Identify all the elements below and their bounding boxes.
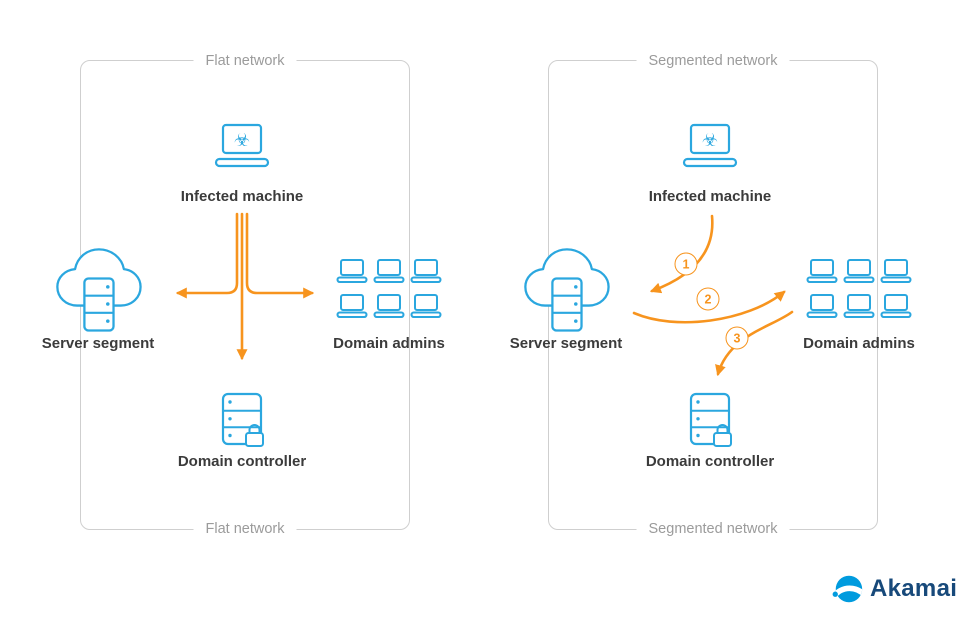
laptop-icon [806, 294, 838, 318]
domain-controller-label: Domain controller [177, 453, 307, 470]
laptop-icon [410, 259, 442, 283]
akamai-logo-text: Akamai [870, 575, 958, 602]
lock-icon [245, 424, 264, 447]
laptop-icon [843, 259, 875, 283]
infected-machine-icon: ☣ [210, 122, 274, 176]
laptop-icon [843, 294, 875, 318]
domain-controller-icon [215, 392, 269, 452]
server-segment-label: Server segment [509, 335, 623, 352]
biohazard-icon: ☣ [702, 130, 718, 151]
panel-title-bottom: Segmented network [636, 521, 790, 537]
infected-machine-icon: ☣ [678, 122, 742, 176]
server-segment-label: Server segment [41, 335, 155, 352]
domain-controller-label: Domain controller [645, 453, 775, 470]
panel-title-bottom: Flat network [193, 521, 297, 537]
domain-admins-label: Domain admins [803, 335, 915, 352]
laptop-icon [373, 294, 405, 318]
akamai-wave-icon [832, 575, 863, 603]
infected-machine-label: Infected machine [648, 188, 772, 205]
lock-icon [713, 424, 732, 447]
infected-machine-label: Infected machine [180, 188, 304, 205]
step-badge-1: 1 [674, 252, 698, 276]
laptop-icon [410, 294, 442, 318]
server-segment-icon [516, 245, 620, 337]
domain-admins-label: Domain admins [333, 335, 445, 352]
panel-title-top: Flat network [193, 53, 297, 69]
laptop-icon [880, 259, 912, 283]
laptop-icon [880, 294, 912, 318]
domain-admins-icons [806, 258, 912, 318]
laptop-icon [336, 294, 368, 318]
laptop-icon [336, 259, 368, 283]
step-badge-3: 3 [725, 326, 749, 350]
laptop-icon [806, 259, 838, 283]
server-segment-icon [48, 245, 152, 337]
panel-title-top: Segmented network [636, 53, 790, 69]
biohazard-icon: ☣ [234, 130, 250, 151]
laptop-icon [373, 259, 405, 283]
domain-controller-icon [683, 392, 737, 452]
server-rack-icon [551, 277, 583, 332]
step-badge-2: 2 [696, 287, 720, 311]
akamai-logo: Akamai [831, 572, 957, 606]
domain-admins-icons [336, 258, 442, 318]
server-rack-icon [83, 277, 115, 332]
